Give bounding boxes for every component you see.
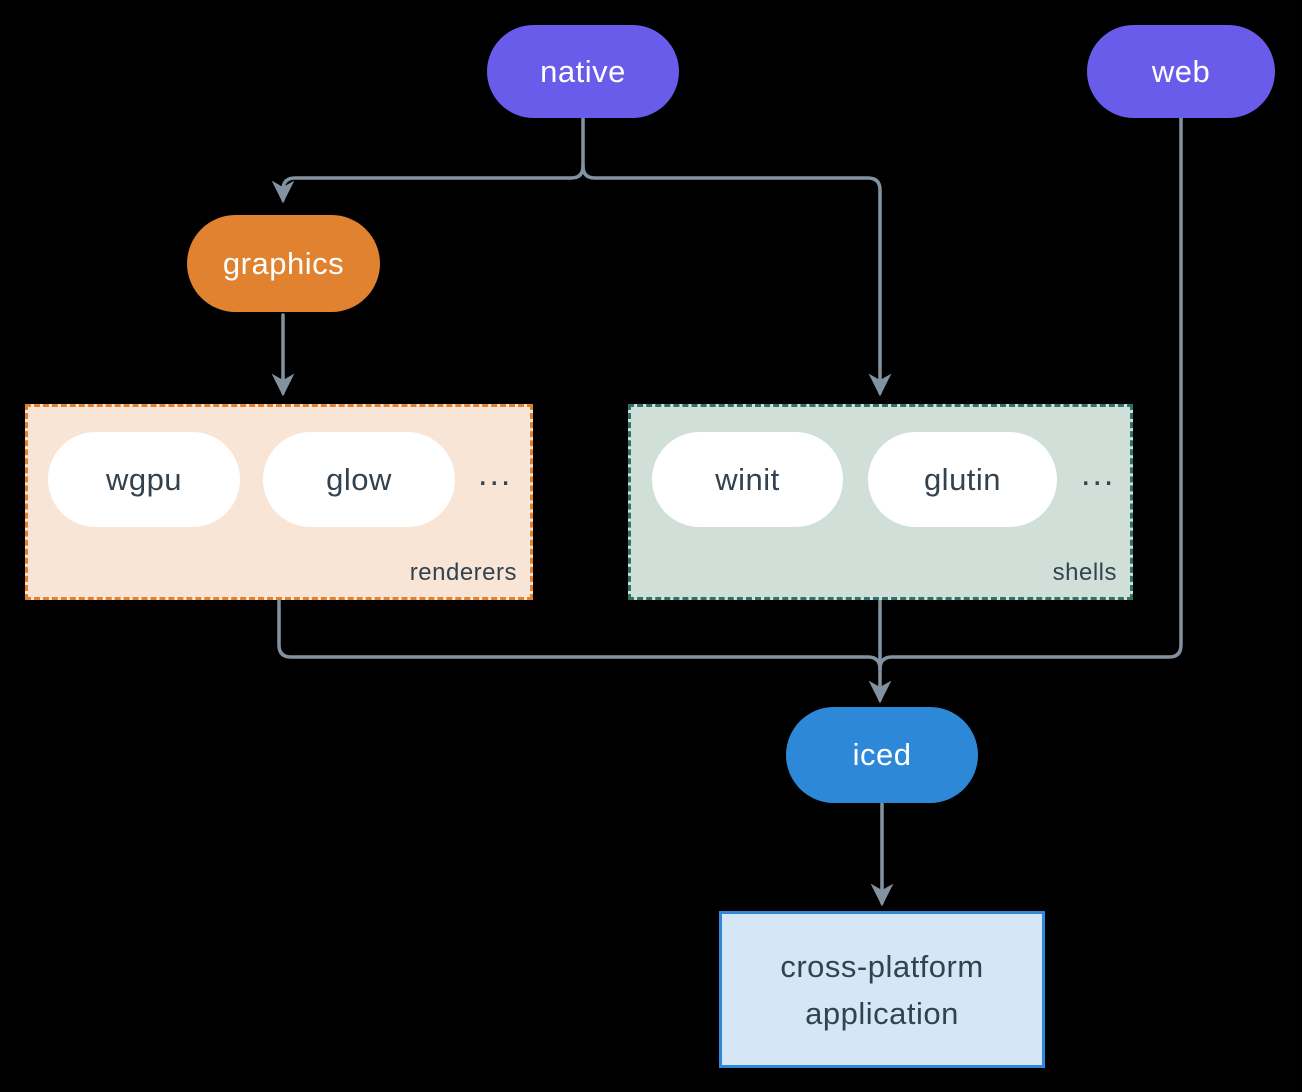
node-winit: winit (652, 432, 843, 527)
node-native: native (487, 25, 679, 118)
shells-ellipsis: ... (1081, 455, 1116, 493)
node-glow-label: glow (326, 461, 392, 497)
node-wgpu: wgpu (48, 432, 240, 527)
node-glutin-label: glutin (923, 461, 1002, 497)
node-web: web (1087, 25, 1275, 118)
node-graphics-label: graphics (222, 245, 345, 281)
node-glutin: glutin (868, 432, 1057, 527)
edge-native-to-shells (581, 164, 892, 397)
edge-renderers-to-merge (277, 599, 882, 671)
node-web-label: web (1151, 53, 1211, 89)
node-cross-platform-application: cross-platform application (719, 911, 1045, 1068)
node-iced-label: iced (852, 737, 912, 772)
shells-group-label: shells (1052, 559, 1117, 586)
renderers-group-label: renderers (409, 559, 517, 586)
node-iced: iced (786, 707, 978, 803)
node-graphics: graphics (187, 215, 380, 312)
renderers-ellipsis: ... (478, 455, 513, 493)
node-wgpu-label: wgpu (105, 461, 183, 497)
group-shells: winit glutin ... shells (628, 404, 1133, 600)
group-renderers: wgpu glow ... renderers (25, 404, 533, 600)
edge-native-to-graphics (271, 164, 585, 204)
app-label-line2: application (805, 995, 959, 1031)
node-native-label: native (540, 53, 626, 89)
node-winit-label: winit (715, 461, 780, 497)
node-glow: glow (263, 432, 455, 527)
app-label-line1: cross-platform (780, 948, 984, 984)
